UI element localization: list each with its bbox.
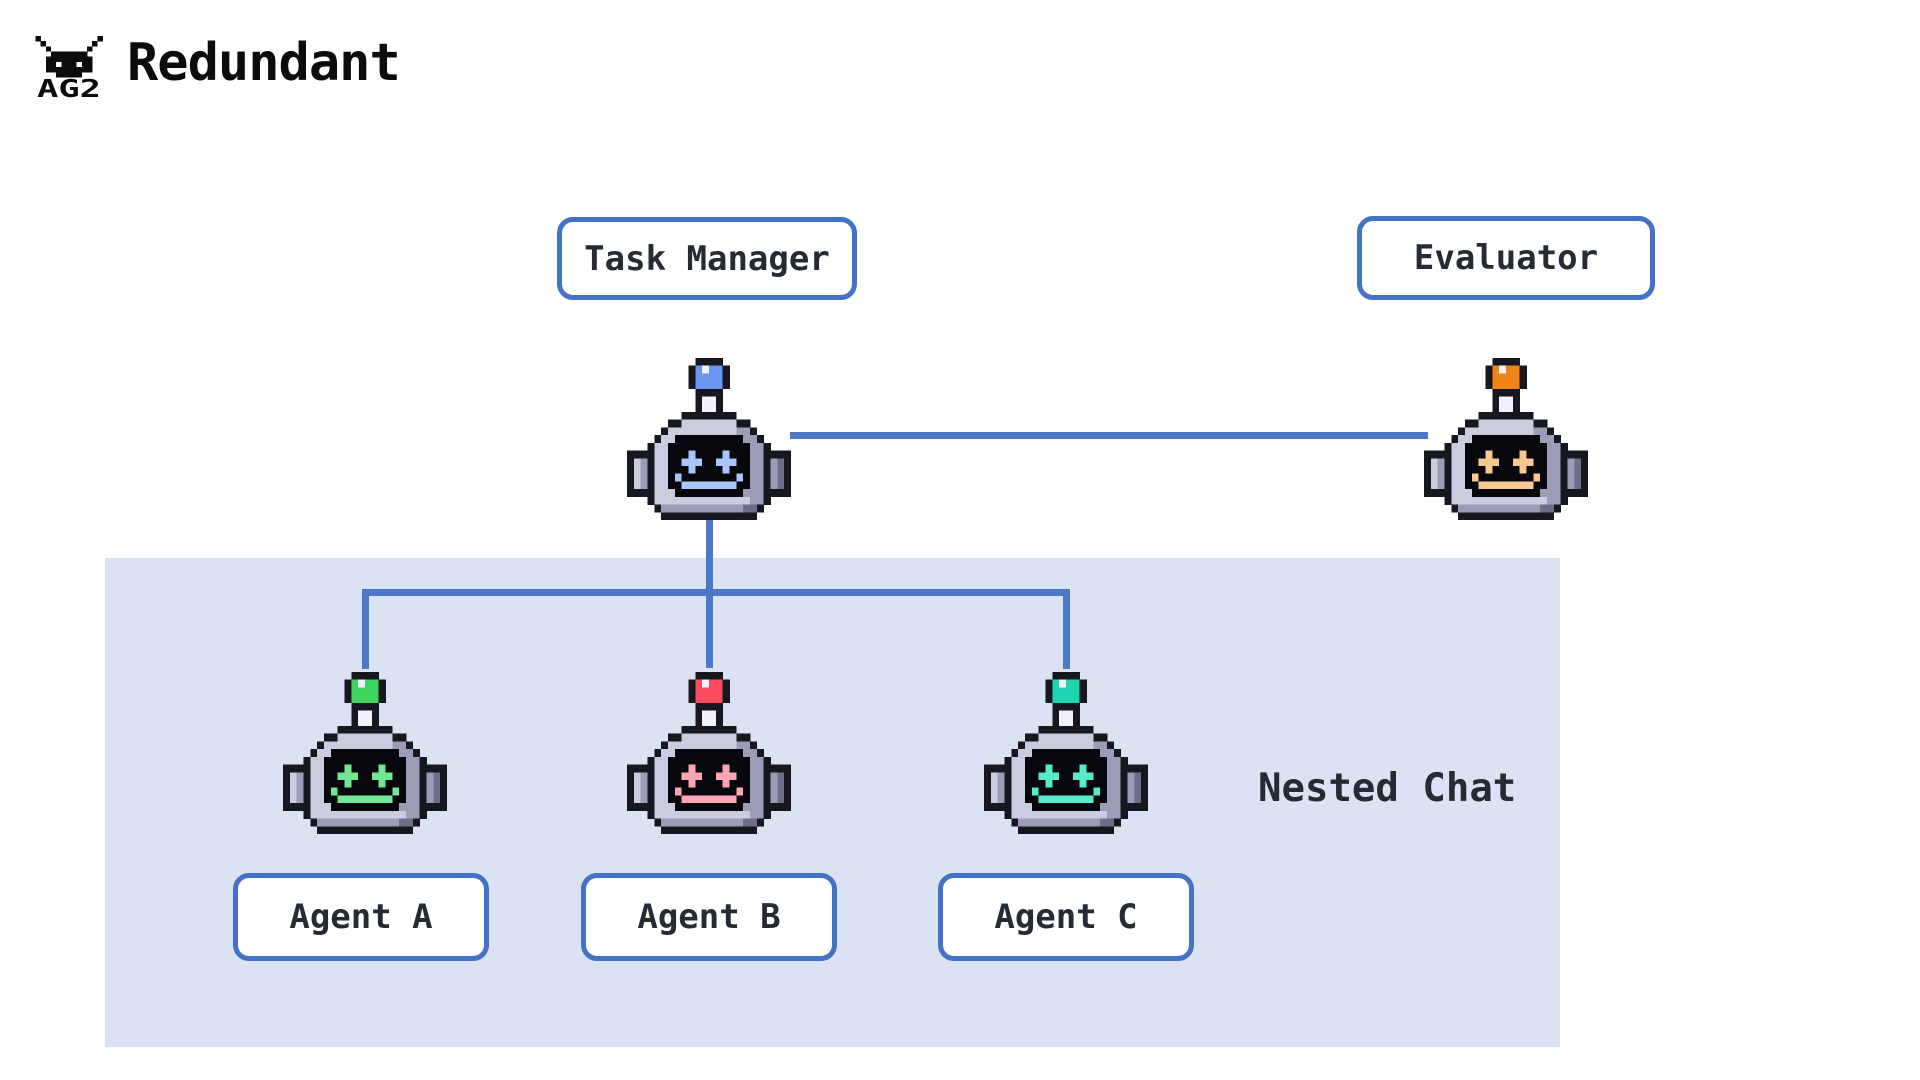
ag2-logo-icon: AG2 (33, 36, 105, 103)
node-box-task-manager: Task Manager (557, 217, 857, 300)
connector-drop-agent-c (1063, 589, 1070, 669)
node-box-agent-c: Agent C (938, 873, 1194, 961)
agent-c-robot-icon (984, 672, 1148, 834)
logo-text: AG2 (37, 74, 101, 100)
page-title: Redundant (127, 33, 401, 93)
evaluator-robot-icon (1424, 358, 1588, 520)
node-box-agent-a: Agent A (233, 873, 489, 961)
connector-task-manager-evaluator (790, 432, 1428, 439)
node-label-evaluator: Evaluator (1413, 238, 1599, 278)
node-box-agent-b: Agent B (581, 873, 837, 961)
nested-chat-label: Nested Chat (1258, 766, 1517, 811)
task-manager-robot-icon (627, 358, 791, 520)
connector-drop-agent-a (362, 589, 369, 669)
node-box-evaluator: Evaluator (1357, 216, 1655, 300)
ag2-logo-svg: AG2 (35, 36, 103, 103)
node-label-agent-b: Agent B (637, 897, 781, 937)
node-label-task-manager: Task Manager (584, 238, 830, 279)
agent-b-robot-icon (627, 672, 791, 834)
connector-agents-horizontal-bar (362, 589, 1070, 596)
node-label-agent-a: Agent A (289, 897, 433, 937)
agent-a-robot-icon (283, 672, 447, 834)
node-label-agent-c: Agent C (994, 897, 1138, 937)
